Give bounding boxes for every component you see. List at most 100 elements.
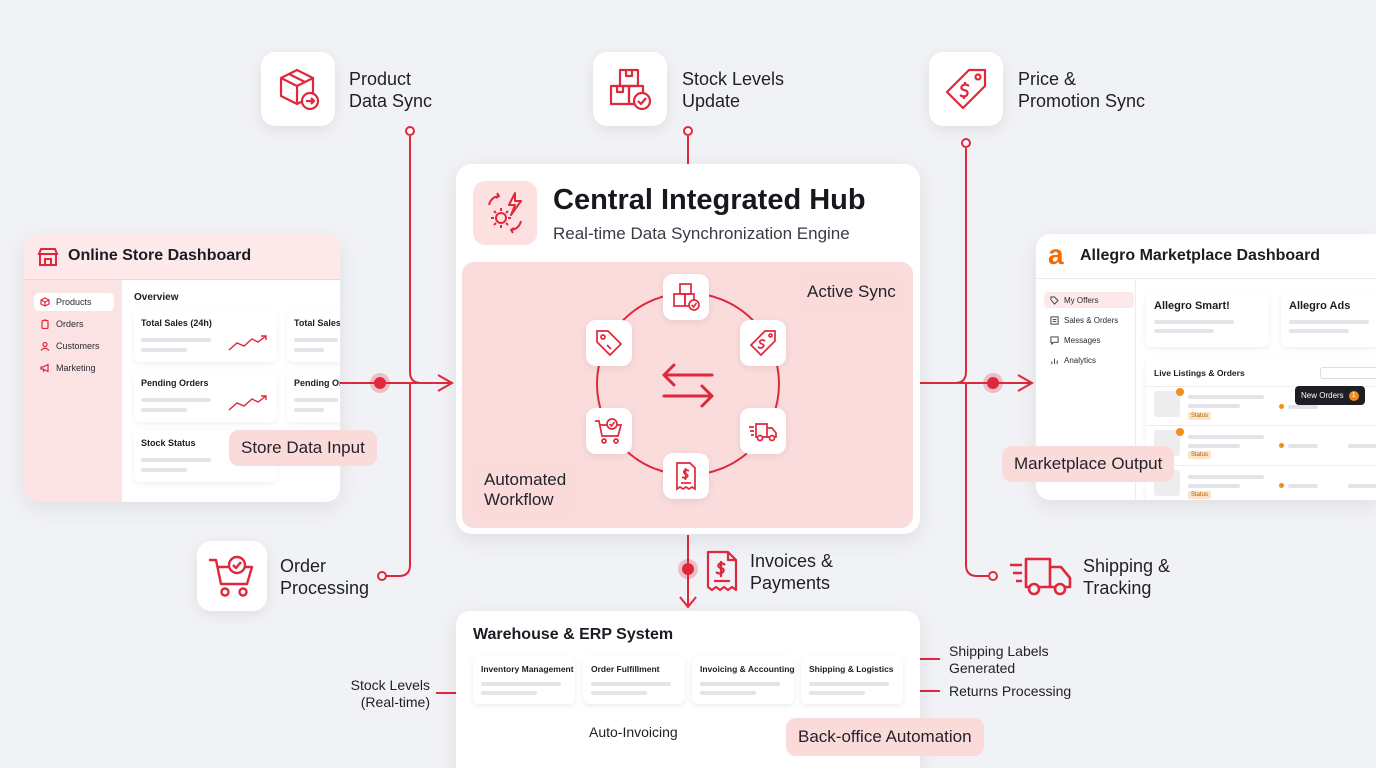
erp-module-shipping: Shipping & Logistics [801, 656, 903, 704]
allegro-nav-messages[interactable]: Messages [1044, 332, 1134, 348]
listings-search-input[interactable] [1320, 367, 1376, 379]
ring-node-stock [663, 274, 709, 320]
store-nav-label: Customers [56, 341, 100, 351]
erp-module-title: Inventory Management [481, 664, 574, 674]
price-tag-icon [749, 330, 776, 357]
erp-module-inventory: Inventory Management [473, 656, 575, 704]
boxes-check-icon [609, 68, 652, 111]
erp-title: Warehouse & ERP System [473, 626, 674, 643]
erp-module-fulfillment: Order Fulfillment [583, 656, 685, 704]
stock-levels-annotation: Stock Levels (Real-time) [350, 677, 430, 710]
shipping-tracking-label: Shipping & Tracking [1083, 556, 1171, 598]
trend-up-icon [228, 335, 267, 351]
product-sync-label: Product Data Sync [349, 69, 433, 111]
invoices-payments-label: Invoices & Payments [750, 551, 834, 593]
delivery-truck-icon [1010, 557, 1072, 596]
allegro-smart-card: Allegro Smart! [1146, 291, 1269, 347]
price-sync-line [920, 148, 967, 384]
store-sidebar [24, 280, 122, 502]
box-arrow-icon [279, 68, 320, 111]
allegro-title: Allegro Marketplace Dashboard [1080, 247, 1321, 264]
ring-node-price [740, 320, 786, 366]
back-office-automation-badge: Back-office Automation [786, 718, 984, 756]
returns-processing-annotation: Returns Processing [949, 683, 1072, 699]
shipping-labels-annotation: Shipping Labels Generated [949, 643, 1049, 676]
bar-chart-icon [1051, 358, 1058, 364]
storefront-icon [37, 248, 59, 266]
order-processing-label: Order Processing [280, 556, 370, 598]
allegro-nav-label: My Offers [1064, 295, 1099, 305]
store-tile-title: Pending Ord [294, 378, 340, 388]
store-title: Online Store Dashboard [68, 247, 252, 264]
new-orders-count: 1 [1348, 390, 1359, 401]
price-sync-tile [929, 52, 1003, 126]
ring-node-invoice [663, 453, 709, 499]
store-tile: Total Sales (24h) [134, 310, 277, 362]
ring-node-shipping [740, 408, 786, 454]
ring-node-cart [586, 408, 632, 454]
status-chip: Status [1188, 491, 1212, 499]
clipboard-icon [41, 319, 49, 329]
store-tile-title: Stock Status [141, 438, 196, 448]
hub-icon-tile [473, 181, 537, 245]
cart-check-icon [595, 418, 623, 444]
active-sync-badge: Active Sync [795, 274, 908, 310]
store-nav-orders[interactable]: Orders [34, 315, 114, 333]
sync-arrows-icon [662, 363, 714, 408]
store-tile: Total Sales ( [287, 310, 340, 362]
store-tile: Pending Orders [134, 370, 277, 422]
invoice-icon [706, 550, 738, 592]
store-nav-label: Marketing [56, 363, 96, 373]
store-tile: Pending Ord [287, 370, 340, 422]
erp-module-invoicing: Invoicing & Accounting [692, 656, 795, 704]
store-nav-customers[interactable]: Customers [34, 337, 114, 355]
allegro-nav-label: Sales & Orders [1064, 315, 1119, 325]
hub-subtitle: Real-time Data Synchronization Engine [553, 224, 850, 243]
boxes-check-icon [673, 283, 700, 311]
allegro-nav-my-offers[interactable]: My Offers [1044, 292, 1134, 308]
store-nav-label: Orders [56, 319, 84, 329]
shipping-line [965, 383, 988, 577]
hub-title: Central Integrated Hub [553, 184, 866, 216]
allegro-nav-sales[interactable]: Sales & Orders [1044, 312, 1134, 328]
allegro-ads-card: Allegro Ads [1281, 291, 1376, 347]
stock-levels-tile [593, 52, 667, 126]
price-tag-icon [945, 68, 987, 110]
allegro-nav-analytics[interactable]: Analytics [1044, 352, 1134, 368]
central-hub: Central Integrated Hub Real-time Data Sy… [456, 164, 920, 534]
list-icon [1050, 315, 1059, 325]
order-processing-tile [197, 541, 267, 611]
auto-invoicing-annotation: Auto-Invoicing [589, 724, 678, 740]
automated-workflow-badge: Automated Workflow [472, 462, 579, 518]
new-orders-badge[interactable]: New Orders 1 [1295, 386, 1365, 405]
product-sync-tile [261, 52, 335, 126]
cube-icon [40, 297, 50, 307]
overview-heading: Overview [134, 292, 179, 303]
price-sync-label: Price & Promotion Sync [1018, 69, 1146, 111]
store-nav-label: Products [56, 297, 92, 307]
megaphone-icon [40, 363, 49, 373]
delivery-truck-icon [749, 423, 777, 442]
message-icon [1050, 335, 1059, 345]
status-chip: Status [1188, 451, 1212, 459]
trend-up-icon [228, 395, 267, 411]
store-nav-marketing[interactable]: Marketing [34, 359, 114, 377]
allegro-dashboard: a Allegro Marketplace Dashboard My Offer… [1036, 234, 1376, 500]
allegro-nav-label: Analytics [1064, 355, 1097, 365]
gear-lightning-icon [488, 192, 522, 234]
stock-levels-label: Stock Levels Update [682, 69, 785, 111]
sync-engine-panel: Active Sync Automated Workflow [462, 262, 913, 528]
live-listings-panel: Live Listings & Orders Status Status Sta… [1146, 358, 1376, 500]
tag-icon [1050, 295, 1059, 305]
allegro-sidebar [1036, 280, 1136, 500]
order-processing-line [386, 383, 411, 577]
store-nav-products[interactable]: Products [34, 293, 114, 311]
store-tile-title: Pending Orders [141, 378, 209, 388]
store-tile-title: Total Sales (24h) [141, 318, 212, 328]
allegro-header [1036, 234, 1376, 279]
ring-node-tag [586, 320, 632, 366]
allegro-card-title: Allegro Ads [1289, 300, 1351, 312]
erp-module-title: Order Fulfillment [591, 664, 660, 674]
store-header [24, 234, 340, 280]
product-sync-line [409, 136, 452, 384]
